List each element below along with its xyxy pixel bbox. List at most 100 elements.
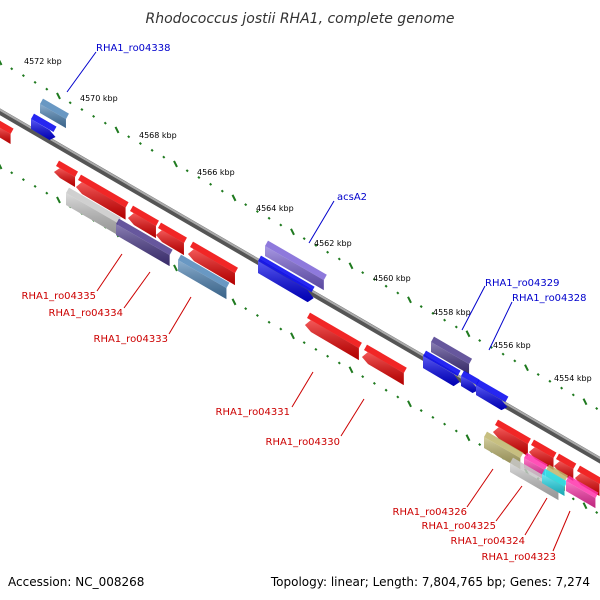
scale-dot <box>548 379 552 383</box>
gene-feature[interactable] <box>476 379 509 411</box>
scale-tick-label: 4568 kbp <box>139 131 177 140</box>
gene-feature[interactable] <box>542 468 568 497</box>
scale-tick <box>0 59 3 66</box>
leader-line <box>495 485 523 522</box>
scale-dot <box>337 361 341 365</box>
gene-label[interactable]: RHA1_ro04325 <box>422 521 497 532</box>
scale-dot <box>21 74 25 78</box>
gene-label[interactable]: acsA2 <box>337 192 367 203</box>
gene-feature[interactable] <box>461 370 480 394</box>
scale-dot <box>536 372 540 377</box>
scale-dot <box>255 209 259 213</box>
gene-feature[interactable] <box>258 255 315 303</box>
gene-feature[interactable] <box>493 419 531 457</box>
scale-dot <box>372 381 376 385</box>
gene-label[interactable]: RHA1_ro04331 <box>216 407 291 418</box>
gene-label[interactable]: RHA1_ro04328 <box>512 293 587 304</box>
gene-label[interactable]: RHA1_ro04326 <box>393 507 468 518</box>
scale-tick <box>348 366 354 374</box>
leader-line <box>524 497 548 536</box>
gene-feature[interactable] <box>566 475 599 509</box>
gene-feature[interactable] <box>76 174 129 220</box>
leader-line <box>96 253 123 292</box>
scale-dot <box>431 415 435 419</box>
scale-dot <box>244 203 248 207</box>
gene-feature[interactable] <box>116 218 173 267</box>
scale-dot <box>419 305 423 309</box>
scale-tick-label: 4558 kbp <box>433 308 471 317</box>
scale-dot <box>302 237 306 241</box>
leader-line <box>168 296 192 335</box>
gene-feature[interactable] <box>0 120 14 145</box>
gene-feature[interactable] <box>188 241 238 286</box>
gene-feature[interactable] <box>54 160 79 188</box>
gene-feature[interactable] <box>305 312 362 361</box>
scale-dot <box>103 121 107 125</box>
scale-tick-label: 4562 kbp <box>314 239 352 248</box>
gene-feature[interactable] <box>362 344 407 386</box>
scale-dot <box>267 320 271 324</box>
gene-feature[interactable] <box>156 222 187 256</box>
scale-dot <box>302 341 306 345</box>
map-title: Rhodococcus jostii RHA1, complete genome <box>145 11 454 27</box>
gene-feature[interactable] <box>423 350 461 387</box>
scale-dot <box>513 359 517 363</box>
scale-tick <box>465 434 471 442</box>
scale-labels: 4572 kbp 4570 kbp 4568 kbp 4566 kbp 4564… <box>24 57 592 383</box>
scale-tick <box>173 264 178 272</box>
gene-label[interactable]: RHA1_ro04335 <box>22 291 97 302</box>
leader-line <box>461 285 486 331</box>
leader-line <box>340 398 365 437</box>
scale-tick-label: 4572 kbp <box>24 57 62 66</box>
scale-tick <box>290 228 295 236</box>
scale-dot <box>92 114 96 118</box>
gene-label[interactable]: RHA1_ro04324 <box>451 536 526 547</box>
gene-label[interactable]: RHA1_ro04334 <box>49 308 124 319</box>
scale-tick-label: 4560 kbp <box>373 274 411 283</box>
topology-text: Topology: linear; Length: 7,804,765 bp; … <box>270 575 590 589</box>
leader-line <box>466 468 494 508</box>
scale-dot <box>419 409 423 413</box>
scale-dot <box>45 87 49 91</box>
scale-tick-label: 4570 kbp <box>80 94 118 103</box>
gene-label[interactable]: RHA1_ro04329 <box>485 278 560 289</box>
scale-dot <box>396 395 400 399</box>
scale-tick <box>0 163 3 170</box>
scale-dot <box>279 327 283 331</box>
leader-lines-reverse <box>96 253 571 552</box>
gene-feature[interactable] <box>31 113 57 141</box>
scale-dot <box>595 406 599 410</box>
scale-dot <box>372 277 376 281</box>
scale-dot <box>478 339 482 343</box>
scale-tick <box>231 298 237 306</box>
scale-tick <box>407 296 412 304</box>
scale-dot <box>443 422 447 426</box>
gene-feature[interactable] <box>554 453 577 482</box>
gene-feature[interactable] <box>128 205 159 239</box>
gene-label[interactable]: RHA1_ro04338 <box>96 43 171 54</box>
scale-dot <box>185 169 189 173</box>
scale-dot <box>314 243 318 247</box>
gene-features <box>0 98 600 509</box>
gene-feature[interactable] <box>66 187 121 236</box>
scale-dot <box>384 388 388 392</box>
gene-feature[interactable] <box>431 336 473 375</box>
leader-line <box>488 301 513 351</box>
gene-feature[interactable] <box>529 439 557 471</box>
scale-tick-label: 4554 kbp <box>554 374 592 383</box>
scale-dot <box>454 325 458 329</box>
scale-dot <box>138 142 142 146</box>
gene-label[interactable]: RHA1_ro04330 <box>266 437 341 448</box>
scale-dot <box>267 216 271 220</box>
gene-label[interactable]: RHA1_ro04333 <box>94 334 169 345</box>
gene-feature[interactable] <box>40 98 69 129</box>
gene-feature[interactable] <box>178 254 230 300</box>
scale-dot <box>162 155 166 159</box>
scale-dot <box>396 291 400 295</box>
scale-dot <box>560 386 564 390</box>
gene-label[interactable]: RHA1_ro04323 <box>482 552 557 563</box>
gene-feature[interactable] <box>265 240 327 291</box>
leader-line <box>66 51 97 93</box>
scale-dot <box>279 223 283 227</box>
